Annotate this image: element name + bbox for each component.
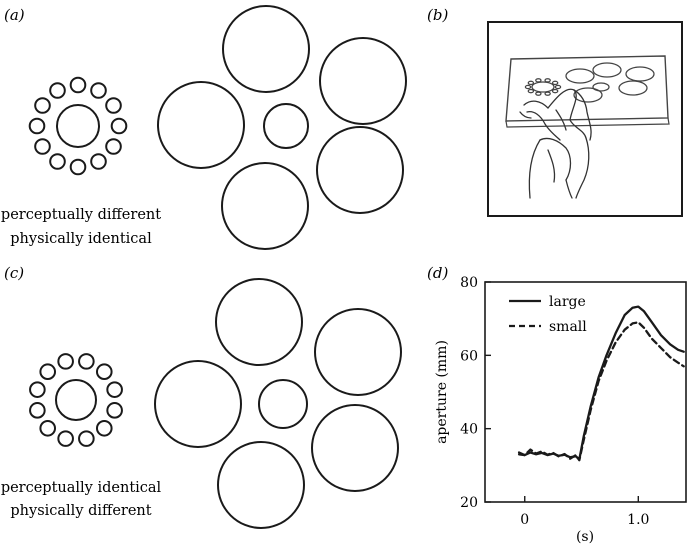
surround-circle-small [29,402,46,419]
surround-circle-small [49,153,66,170]
y-axis: 20 40 60 80 [460,275,491,511]
large-circle-ring-c [154,278,402,529]
y-tick-label: 40 [460,422,478,438]
surround-circle-small [105,138,122,155]
surround-circle-small [34,138,51,155]
center-circle-c [55,379,97,421]
surround-circle-small [34,97,51,114]
surround-circle-small [106,381,123,398]
surround-circle-small [110,117,128,135]
x-tick-label: 0 [520,512,529,528]
surround-circle-small [39,419,57,437]
x-axis-title: (s) [576,529,594,545]
surround-circle-small [69,158,87,176]
photo-disc [535,91,542,96]
surround-circle [157,81,245,169]
surround-circle-small [69,76,87,94]
legend: large small [509,294,587,335]
small-circle-ring-a [28,76,128,176]
photo-disc [527,88,535,94]
small-circle-ring-c [29,353,123,447]
large-circle-ring-a [157,5,407,250]
photo-disc [554,84,562,90]
surround-circle-small [95,363,113,381]
photo-disc [544,91,551,96]
surround-circle-small [105,97,122,114]
surround-circle-small [49,82,66,99]
grasping-photo [487,21,683,217]
panel-a-caption-line1: perceptually different [1,207,161,223]
surround-circle-small [78,353,95,370]
series-lines [517,305,685,462]
surround-circle [311,404,399,492]
surround-circle-small [78,430,95,447]
surround-circle-small [106,402,123,419]
surround-circles-c [29,353,123,447]
panel-a-label: (a) [4,6,25,24]
surround-circle-small [29,381,46,398]
photo-disc [535,78,542,83]
series-line-small [517,321,685,462]
panel-d-label: (d) [427,264,448,282]
surround-circle [222,5,310,93]
surround-circle [316,126,404,214]
surround-circle-small [28,117,46,135]
surround-circle [314,308,402,396]
surround-circle-small [90,153,107,170]
surround-circle [221,162,309,250]
photo-disc [544,78,551,83]
y-axis-title: aperture (mm) [434,340,450,444]
surround-circle [217,441,305,529]
legend-label-large: large [549,294,586,310]
x-tick-label: 1.0 [627,512,649,528]
photo-disc [551,88,559,94]
photo-disc [551,80,559,86]
panel-b-label: (b) [427,6,448,24]
photo-disc [527,80,535,86]
plot-frame [484,281,687,503]
y-tick-label: 60 [460,348,478,364]
series-line-large [517,305,685,461]
y-tick-label: 80 [460,275,478,291]
surround-circle-small [57,353,74,370]
panel-c-caption-line1: perceptually identical [1,480,162,496]
surround-circle [319,37,407,125]
panel-c-caption-line2: physically different [10,503,151,519]
center-circle-a-large [263,103,309,149]
surround-circle-small [90,82,107,99]
panel-c-label: (c) [4,264,24,282]
surround-circle [215,278,303,366]
photo-disc [524,84,532,90]
surround-circle-small [57,430,74,447]
legend-label-small: small [549,319,587,335]
surround-circles-a [28,76,128,176]
surround-circle-small [39,363,57,381]
surround-circle [154,360,242,448]
center-circle-c-large [258,379,308,429]
panel-a-caption-line2: physically identical [10,231,152,247]
y-tick-label: 20 [460,495,478,511]
center-circle-a [56,104,100,148]
surround-circle-small [95,419,113,437]
